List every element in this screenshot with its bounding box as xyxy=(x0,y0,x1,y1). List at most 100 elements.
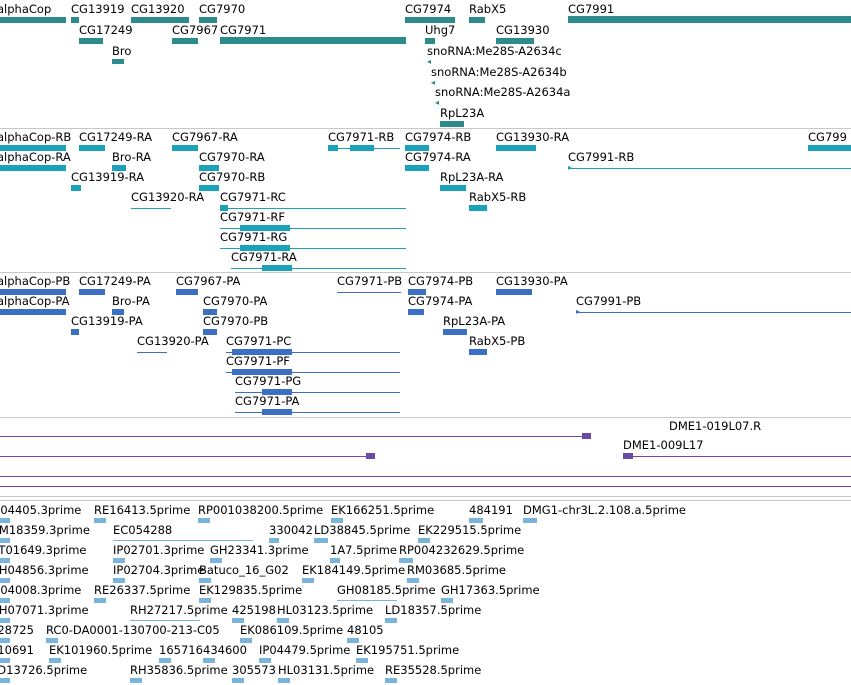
protein-label[interactable]: CG7971-PA xyxy=(235,394,300,408)
est-label[interactable]: RE16413.5prime xyxy=(94,503,191,517)
transcript-feature[interactable] xyxy=(808,145,851,151)
est-label[interactable]: EK166251.5prime xyxy=(331,503,435,517)
est-feature[interactable] xyxy=(0,558,10,563)
gene-feature[interactable] xyxy=(469,17,485,23)
est-label[interactable]: EK129835.5prime xyxy=(199,583,303,597)
est-label[interactable]: LD18357.5prime xyxy=(385,603,482,617)
protein-label[interactable]: CG13920-PA xyxy=(137,334,209,348)
est-feature[interactable] xyxy=(94,598,106,603)
est-label[interactable]: IP04008.3prime xyxy=(0,583,82,597)
est-feature[interactable] xyxy=(407,578,419,583)
est-feature[interactable] xyxy=(0,638,10,643)
est-label[interactable]: 434600 xyxy=(203,643,247,657)
gene-label[interactable]: CG13930 xyxy=(496,23,550,37)
transcript-label[interactable]: RpL23A-RA xyxy=(440,170,504,184)
est-feature[interactable] xyxy=(0,658,10,663)
transcript-label[interactable]: CG7971-RG xyxy=(220,230,288,244)
transcript-label[interactable]: CG13919-RA xyxy=(71,170,145,184)
protein-label[interactable]: CG13930-PA xyxy=(496,274,568,288)
est-feature[interactable] xyxy=(356,658,368,663)
protein-label[interactable]: CG7971-PF xyxy=(226,354,290,368)
est-feature[interactable] xyxy=(0,538,10,543)
clone-label[interactable]: DME1-009L17 xyxy=(623,438,704,452)
protein-feature[interactable] xyxy=(203,309,217,315)
est-feature[interactable] xyxy=(314,538,328,543)
gene-label[interactable]: RabX5 xyxy=(469,2,507,16)
protein-label[interactable]: alphaCop-PA xyxy=(0,294,70,308)
transcript-label[interactable]: CG7970-RB xyxy=(199,170,266,184)
est-label[interactable]: 410691 xyxy=(0,643,34,657)
est-label[interactable]: IP04479.5prime xyxy=(259,643,351,657)
est-label[interactable]: RM03685.5prime xyxy=(407,563,506,577)
est-feature[interactable] xyxy=(0,678,10,683)
protein-label[interactable]: CG7991-PB xyxy=(576,294,642,308)
est-label[interactable]: RH27217.5prime xyxy=(130,603,228,617)
protein-label[interactable]: CG7970-PB xyxy=(203,314,269,328)
est-label[interactable]: GM18359.3prime xyxy=(0,523,90,537)
est-feature[interactable] xyxy=(159,658,171,663)
protein-feature[interactable] xyxy=(443,329,467,335)
transcript-feature[interactable] xyxy=(405,145,429,151)
gene-feature[interactable] xyxy=(0,17,66,23)
gene-feature[interactable] xyxy=(112,59,124,64)
est-label[interactable]: 330042 xyxy=(269,523,313,537)
clone-line[interactable] xyxy=(0,456,375,457)
est-line[interactable] xyxy=(113,540,253,541)
exon[interactable] xyxy=(262,265,292,271)
protein-feature[interactable] xyxy=(408,289,426,295)
est-label[interactable]: RP001038200.5prime xyxy=(198,503,324,517)
est-feature[interactable] xyxy=(469,518,483,523)
clone-line[interactable] xyxy=(0,486,851,487)
transcript-label[interactable]: CG13920-RA xyxy=(131,190,205,204)
est-label[interactable]: LD38845.5prime xyxy=(314,523,411,537)
transcript-label[interactable]: CG7974-RA xyxy=(405,150,471,164)
gene-label[interactable]: CG7991 xyxy=(568,2,615,16)
protein-feature[interactable] xyxy=(0,309,66,315)
est-feature[interactable] xyxy=(302,578,314,583)
transcript-feature[interactable] xyxy=(79,145,105,151)
protein-feature[interactable] xyxy=(469,349,487,355)
transcript-feature[interactable] xyxy=(112,165,126,171)
transcript-label[interactable]: CG799 xyxy=(808,130,847,144)
est-feature[interactable] xyxy=(0,598,10,603)
est-label[interactable]: RP004232629.5prime xyxy=(399,543,525,557)
est-feature[interactable] xyxy=(198,518,210,523)
protein-label[interactable]: CG17249-PA xyxy=(79,274,151,288)
est-label[interactable]: RE26337.5prime xyxy=(94,583,191,597)
est-feature[interactable] xyxy=(210,558,222,563)
est-feature[interactable] xyxy=(385,618,397,623)
transcript-label[interactable]: alphaCop-RA xyxy=(0,150,71,164)
est-label[interactable]: IP02704.3prime xyxy=(113,563,205,577)
transcript-feature[interactable] xyxy=(496,145,536,151)
gene-label[interactable]: CG13920 xyxy=(131,2,185,16)
est-feature[interactable] xyxy=(269,538,279,543)
est-feature[interactable] xyxy=(278,678,290,683)
est-label[interactable]: DMG1-chr3L.2.108.a.5prime xyxy=(523,503,686,517)
est-label[interactable]: RE35528.5prime xyxy=(385,663,482,677)
est-label[interactable]: GH07071.3prime xyxy=(0,603,89,617)
protein-feature[interactable] xyxy=(176,289,198,295)
transcript-label[interactable]: CG7974-RB xyxy=(405,130,472,144)
transcript-label[interactable]: RabX5-RB xyxy=(469,190,527,204)
est-feature[interactable] xyxy=(385,678,397,683)
clone-line[interactable] xyxy=(623,456,851,457)
exon[interactable] xyxy=(220,205,228,211)
transcript-label[interactable]: alphaCop-RB xyxy=(0,130,72,144)
est-label[interactable]: EK086109.5prime xyxy=(240,623,344,637)
transcript-label[interactable]: CG7971-RB xyxy=(328,130,395,144)
est-feature[interactable] xyxy=(259,658,271,663)
gene-label[interactable]: snoRNA:Me28S-A2634c xyxy=(427,44,562,58)
protein-feature[interactable] xyxy=(0,289,66,295)
protein-label[interactable]: CG7971-PB xyxy=(337,274,403,288)
est-label[interactable]: EK101960.5prime xyxy=(49,643,153,657)
est-feature[interactable] xyxy=(199,598,211,603)
clone-end[interactable] xyxy=(623,453,633,459)
transcript-label[interactable]: CG7970-RA xyxy=(199,150,265,164)
est-label[interactable]: IP04405.3prime xyxy=(0,503,82,517)
protein-label[interactable]: CG7971-PG xyxy=(235,374,302,388)
est-feature[interactable] xyxy=(113,558,125,563)
protein-feature[interactable] xyxy=(203,329,217,335)
protein-label[interactable]: CG7974-PB xyxy=(408,274,474,288)
transcript-feature[interactable] xyxy=(469,205,487,211)
protein-label[interactable]: CG7974-PA xyxy=(408,294,473,308)
